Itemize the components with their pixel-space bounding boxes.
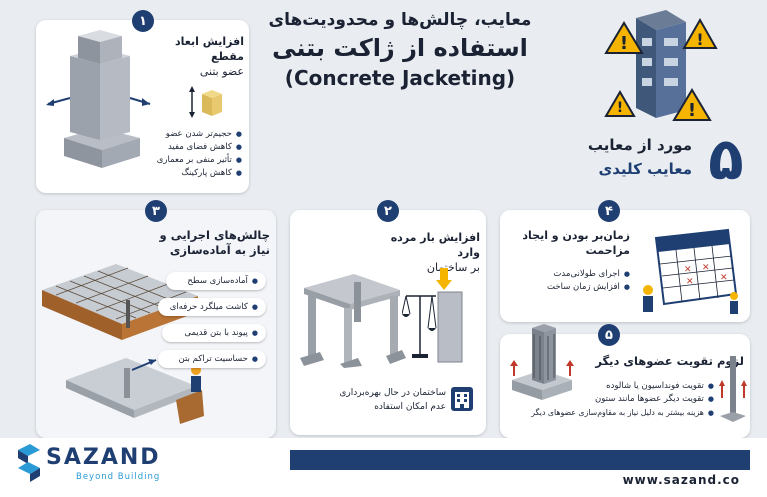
brand-name: SAZAND — [46, 445, 161, 470]
card-4-title-line-2: مزاحمت — [585, 244, 630, 257]
card-3: ۳ چالش‌های اجرایی و نیاز به آماده‌سازی آ… — [36, 200, 276, 438]
list-item: هزینه بیشتر به دلیل نیاز به مقاوم‌سازی ع… — [516, 406, 714, 420]
card-4-title: زمان‌بر بودن و ایجاد مزاحمت — [518, 228, 630, 258]
card-2: ۲ افزایش بار مرده وارد بر ساختمان — [290, 200, 486, 435]
card-2-note-line-1: ساختمان در حال بهره‌برداری — [339, 388, 446, 398]
card-2-note-line-2: عدم امکان استفاده — [374, 402, 446, 412]
svg-text:!: ! — [617, 100, 623, 116]
summary-number: ۵ — [708, 125, 744, 193]
svg-text:✕: ✕ — [686, 277, 694, 287]
svg-text:✕: ✕ — [702, 263, 710, 273]
card-3-title: چالش‌های اجرایی و نیاز به آماده‌سازی — [148, 228, 270, 258]
list-item: افزایش زمان ساخت — [518, 281, 630, 294]
title-line-3: (Concrete Jacketing) — [284, 66, 516, 90]
calendar-icon: ✕ ✕ ✕ ✕ — [636, 224, 744, 316]
url-bar — [290, 450, 750, 470]
card-2-badge: ۲ — [377, 200, 399, 222]
card-4: ۴ زمان‌بر بودن و ایجاد مزاحمت اجرای طولا… — [500, 200, 750, 322]
svg-text:✕: ✕ — [684, 265, 692, 275]
card-1-title-line-1: افزایش ابعاد مقطع — [175, 35, 244, 63]
list-item: تأثیر منفی بر معماری — [136, 154, 242, 167]
summary-line-1: مورد از معایب — [587, 136, 692, 154]
svg-text:✕: ✕ — [720, 273, 728, 283]
card-4-badge: ۴ — [598, 200, 620, 222]
svg-text:!: ! — [696, 30, 703, 49]
card-1-list: حجیم‌تر شدن عضو کاهش فضای مفید تأثیر منف… — [136, 128, 242, 180]
list-item: اجرای طولانی‌مدت — [518, 268, 630, 281]
website-url[interactable]: www.sazand.co — [622, 473, 740, 487]
brand-tagline: Beyond Building — [76, 472, 161, 482]
card-3-pill-1: آماده‌سازی سطح — [166, 272, 266, 290]
frame-structure-icon — [296, 268, 406, 368]
svg-text:!: ! — [620, 33, 628, 54]
card-3-pill-3: پیوند با بتن قدیمی — [162, 324, 266, 342]
column-jacket-icon — [42, 28, 152, 183]
building-icon — [450, 386, 474, 412]
card-5-badge: ۵ — [598, 324, 620, 346]
card-4-list: اجرای طولانی‌مدت افزایش زمان ساخت — [518, 268, 630, 294]
card-5: ۵ لزوم تقویت عضوهای دیگر تقویت فونداسیون… — [500, 324, 750, 438]
list-item: تقویت فونداسیون یا شالوده — [516, 380, 714, 393]
card-1: ۱ افزایش ابعاد مقطع عضو بتنی حجیم‌تر شدن… — [36, 10, 249, 193]
building-warning-icon: ! ! ! ! — [586, 8, 726, 128]
card-1-badge: ۱ — [132, 10, 154, 32]
logo-mark-icon — [16, 442, 42, 484]
formwork-icon — [36, 240, 206, 430]
svg-text:!: ! — [688, 100, 696, 121]
scale-icon — [401, 266, 482, 366]
summary-line-2: معایب کلیدی — [598, 160, 692, 178]
list-item: کاهش فضای مفید — [136, 141, 242, 154]
pile-icon — [718, 354, 748, 430]
card-3-title-line-1: چالش‌های اجرایی و — [159, 228, 270, 242]
card-1-title-line-2: عضو بتنی — [199, 65, 244, 78]
list-item: حجیم‌تر شدن عضو — [136, 128, 242, 141]
card-3-pill-2: کاشت میلگرد حرفه‌ای — [158, 298, 266, 316]
card-2-title-line-1: افزایش بار مرده وارد — [390, 231, 480, 259]
page-title: معایب، چالش‌ها و محدودیت‌های استفاده از … — [240, 8, 560, 92]
card-3-badge: ۳ — [145, 200, 167, 222]
card-4-title-line-1: زمان‌بر بودن و ایجاد — [522, 229, 630, 242]
list-item: کاهش پارکینگ — [136, 167, 242, 180]
title-line-1: معایب، چالش‌ها و محدودیت‌های — [268, 10, 532, 30]
cube-arrow-icon — [186, 84, 226, 120]
card-2-note: ساختمان در حال بهره‌برداری عدم امکان است… — [310, 386, 446, 414]
card-5-list: تقویت فونداسیون یا شالوده تقویت دیگر عضو… — [516, 380, 714, 420]
card-3-title-line-2: نیاز به آماده‌سازی — [169, 243, 270, 257]
list-item: تقویت دیگر عضوها مانند ستون — [516, 393, 714, 406]
card-1-title: افزایش ابعاد مقطع عضو بتنی — [140, 34, 244, 79]
title-line-2: استفاده از ژاکت بتنی — [272, 34, 528, 62]
card-3-pill-4: حساسیت تراکم بتن — [158, 350, 266, 368]
card-5-title: لزوم تقویت عضوهای دیگر — [595, 354, 744, 368]
